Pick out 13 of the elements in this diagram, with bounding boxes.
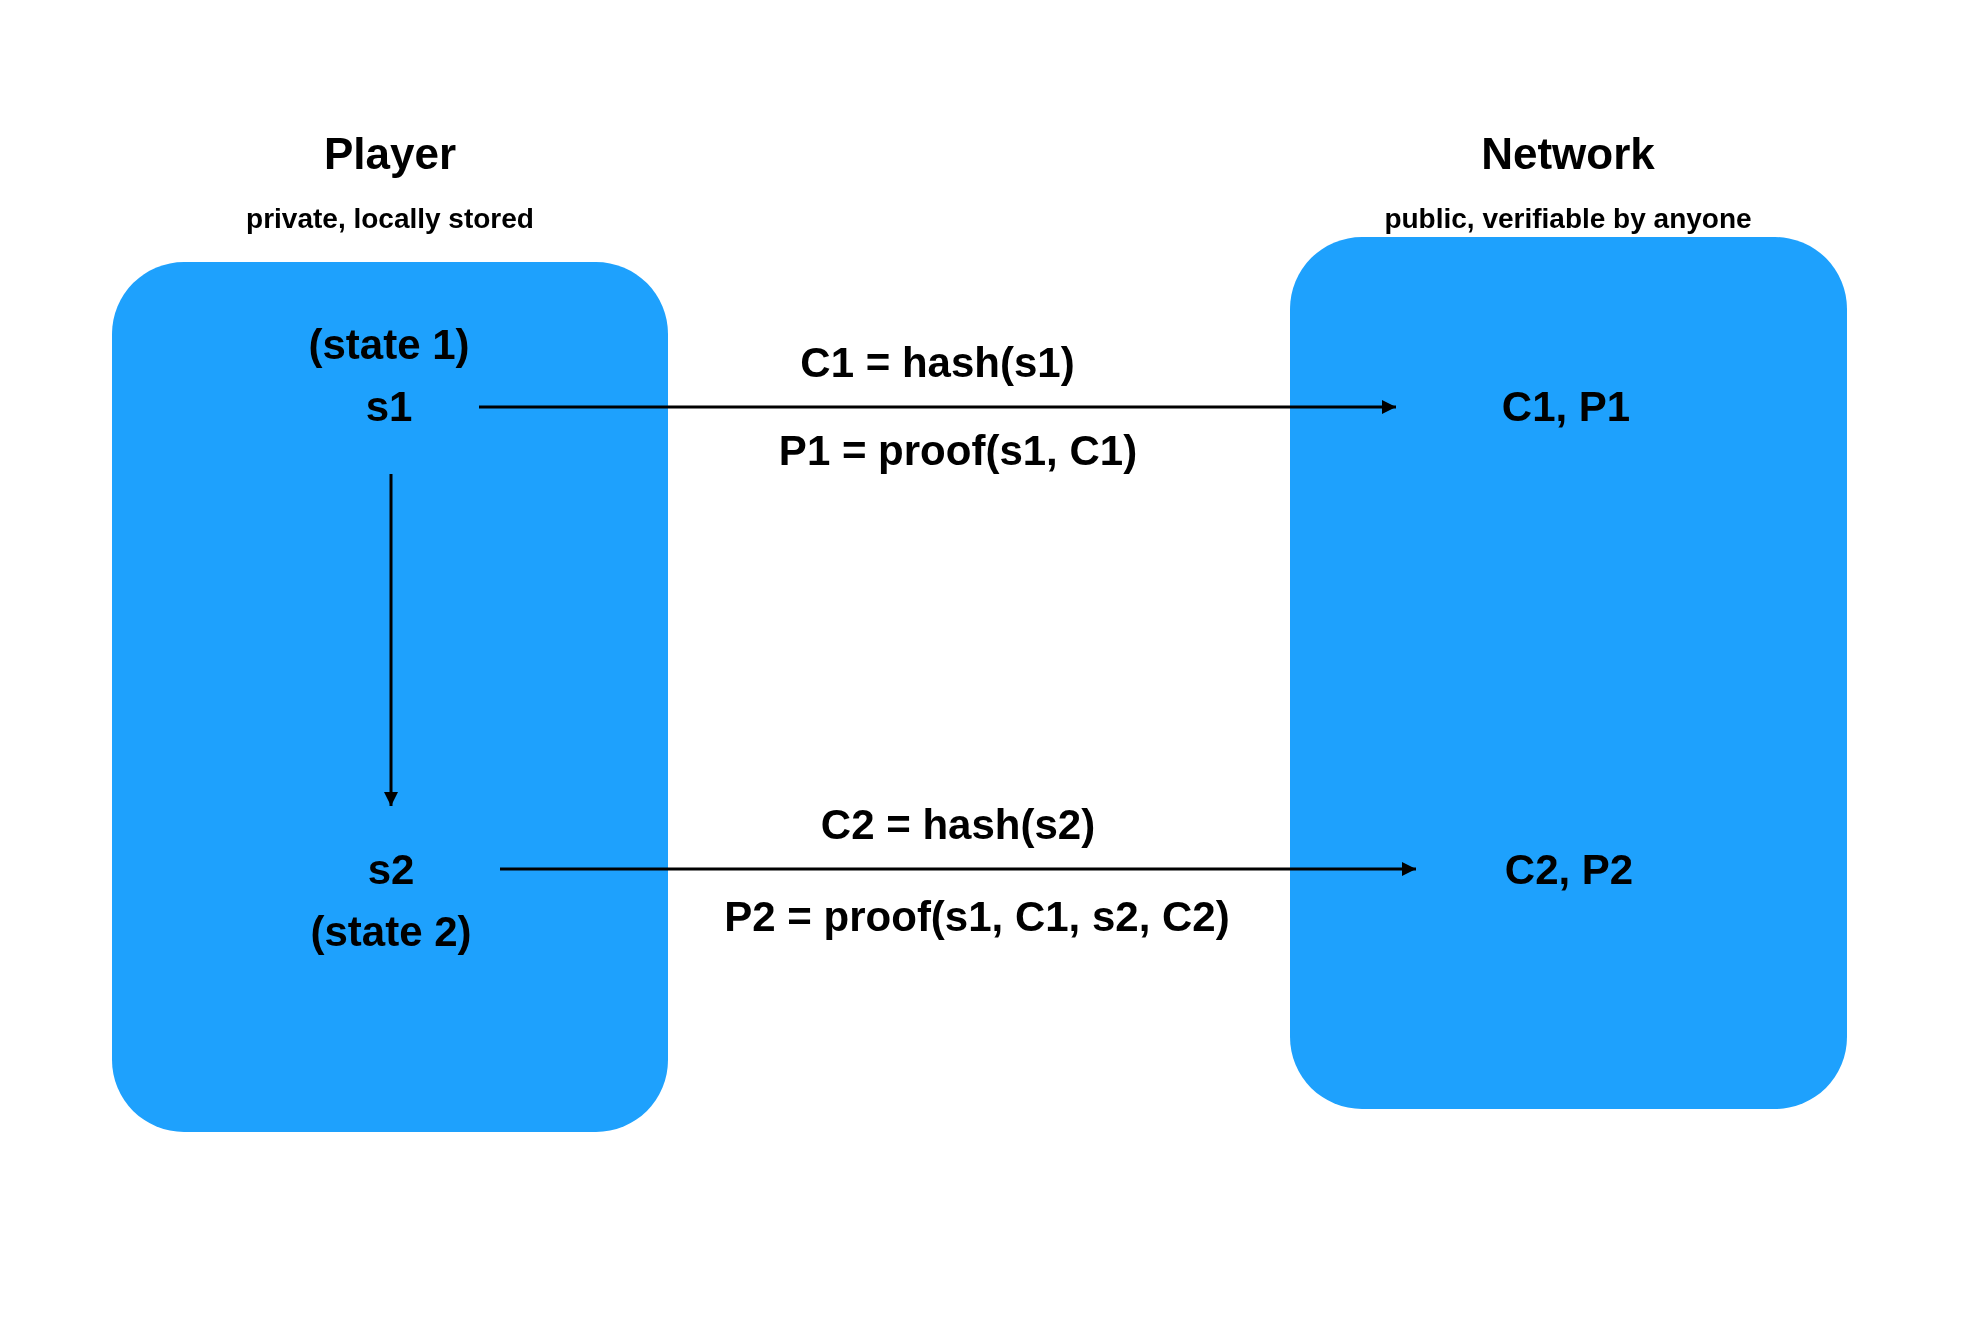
arrow: [384, 474, 398, 806]
state-label: (state 1): [308, 321, 470, 369]
arrow: [500, 862, 1416, 876]
arrow: [479, 400, 1396, 414]
state-label: s1: [365, 383, 413, 431]
panel-subtitle: private, locally stored: [246, 203, 534, 235]
panel-subtitle: public, verifiable by anyone: [1384, 203, 1752, 235]
state-label: C1, P1: [1501, 383, 1631, 431]
panel-heading: Player: [323, 129, 457, 179]
state-label: (state 2): [310, 908, 472, 956]
panel-heading: Network: [1481, 129, 1655, 179]
state-label: s2: [367, 846, 415, 894]
state-label: C2, P2: [1504, 846, 1634, 894]
